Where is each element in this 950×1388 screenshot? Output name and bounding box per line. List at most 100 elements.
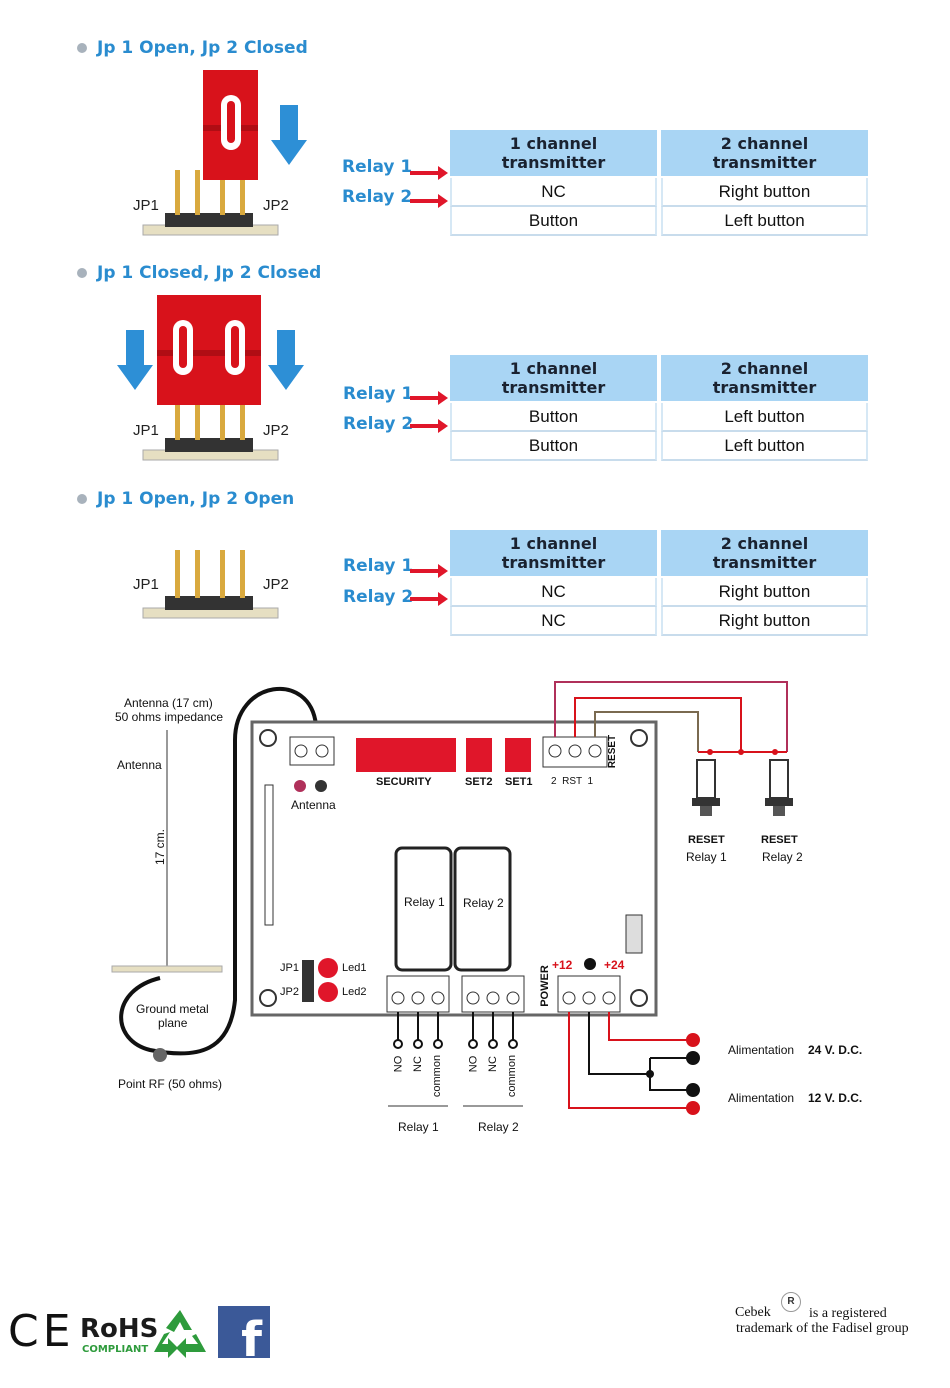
jp2-board-label: JP2 [280,986,299,998]
relay1-arrow [410,166,448,180]
reset-board-label: RESET [607,734,619,769]
section-title: Jp 1 Closed, Jp 2 Closed [97,263,322,283]
trademark-line2: trademark of the Fadisel group [736,1321,909,1336]
alimentation-24-label: Alimentation [728,1043,795,1057]
cebek-brand: Cebek [735,1305,771,1320]
antenna-impedance: 50 ohms impedance [115,710,224,724]
cell: Left button [661,432,868,461]
reset-button2-relay: Relay 2 [762,850,803,864]
relay2-label: Relay 2 [343,414,414,434]
section-title: Jp 1 Open, Jp 2 Closed [97,38,308,58]
header-2ch: 2 channel transmitter [661,355,868,403]
cell: NC [450,578,657,607]
board-antenna-label: Antenna [291,798,336,812]
cell: NC [450,607,657,636]
section-bullet [77,268,87,278]
relay1-box-label: Relay 1 [404,895,445,909]
relay2-arrow [410,592,448,606]
antenna-label: Antenna [117,758,162,772]
table-row: NC Right button [450,607,868,636]
section-bullet [77,494,87,504]
set1-label: SET1 [505,776,533,788]
transmitter-table: 1 channel transmitter 2 channel transmit… [446,355,872,461]
relay2-label: Relay 2 [342,187,413,207]
section-title: Jp 1 Open, Jp 2 Open [97,489,295,509]
antenna-length: 17 cm. [153,828,168,866]
header-1ch: 1 channel transmitter [450,130,657,178]
cell: Right button [661,178,868,207]
ground-plane-label-2: plane [158,1016,188,1030]
reset-button1-relay: Relay 1 [686,850,727,864]
alimentation-24-value: 24 V. D.C. [808,1043,863,1057]
header-1ch: 1 channel transmitter [450,530,657,578]
registered-glyph: R [787,1296,795,1307]
section-bullet [77,43,87,53]
plus24-label: +24 [604,958,625,972]
jumper-illustration-open-open [142,550,279,619]
antenna-spec: Antenna (17 cm) [124,696,213,710]
minus-symbol [584,958,596,970]
alimentation-12-label: Alimentation [728,1091,795,1105]
cell: Left button [661,403,868,432]
reset-button1-label: RESET [688,834,725,846]
trademark-line1: is a registered [809,1306,887,1321]
table-row: NC Right button [450,178,868,207]
security-label: SECURITY [376,776,432,788]
relay1-no-label: NO [392,1055,405,1073]
transmitter-table: 1 channel transmitter 2 channel transmit… [446,530,872,636]
ground-plane-label: Ground metal [136,1002,209,1016]
header-1ch: 1 channel transmitter [450,355,657,403]
relay1-arrow [410,391,448,405]
relay2-no-label: NO [467,1055,480,1073]
relay2-arrow [410,419,448,433]
jp1-label: JP1 [133,576,159,593]
relay1-label: Relay 1 [343,384,414,404]
jumper-illustration-closed-closed [117,295,304,461]
output-relay2-label: Relay 2 [478,1120,519,1134]
registered-mark: R [781,1292,801,1312]
power-label: POWER [538,965,551,1007]
relay2-box-label: Relay 2 [463,896,504,910]
jp1-board-label: JP1 [280,962,299,974]
led1-label: Led1 [342,962,367,974]
led2-label: Led2 [342,986,367,998]
table-row: Button Left button [450,432,868,461]
rst-terminal-labels: 2 RST 1 [551,776,594,787]
output-relay1-label: Relay 1 [398,1120,439,1134]
relay1-nc-label: NC [411,1056,424,1072]
point-rf-label: Point RF (50 ohms) [118,1077,223,1091]
relay2-nc-label: NC [486,1056,499,1072]
header-2ch: 2 channel transmitter [661,530,868,578]
plus12-label: +12 [552,958,573,972]
reset-button2-label: RESET [761,834,798,846]
cell: Left button [661,207,868,236]
facebook-icon[interactable]: f [218,1306,270,1364]
relay2-arrow [410,194,448,208]
header-2ch: 2 channel transmitter [661,130,868,178]
jp1-label: JP1 [133,422,159,439]
facebook-glyph: f [241,1312,262,1368]
jp2-label: JP2 [263,422,289,439]
cell: NC [450,178,657,207]
table-row: NC Right button [450,578,868,607]
set2-label: SET2 [465,776,493,788]
cell: Button [450,403,657,432]
relay1-arrow [410,564,448,578]
relay1-common-label: common [431,1054,444,1098]
table-row: Button Left button [450,207,868,236]
jumper-illustration-open-closed [142,70,307,236]
relay1-label: Relay 1 [343,556,414,576]
recycle-icon [154,1310,206,1358]
jp2-label: JP2 [263,197,289,214]
cell: Button [450,432,657,461]
transmitter-table: 1 channel transmitter 2 channel transmit… [446,130,872,236]
alimentation-12-value: 12 V. D.C. [808,1091,863,1105]
cell: Button [450,207,657,236]
relay2-label: Relay 2 [343,587,414,607]
ce-mark: CE [8,1306,75,1357]
jp2-label: JP2 [263,576,289,593]
relay1-label: Relay 1 [342,157,413,177]
table-row: Button Left button [450,403,868,432]
cell: Right button [661,607,868,636]
rohs-compliant: COMPLIANT [82,1344,149,1355]
